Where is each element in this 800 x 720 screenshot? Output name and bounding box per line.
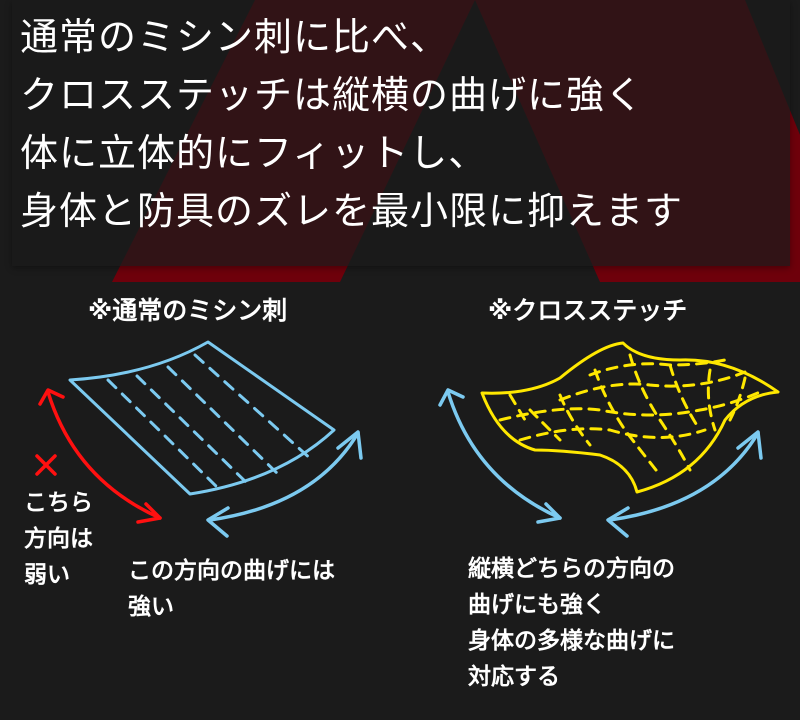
hero-line-1: 通常のミシン刺に比べ、 bbox=[20, 15, 450, 59]
cross-stitch-description: 縦横どちらの方向の 曲げにも強く 身体の多様な曲げに 対応する bbox=[468, 551, 675, 695]
description-line-1: 縦横どちらの方向の bbox=[468, 556, 675, 582]
hero-line-4: 身体と防具のズレを最小限に抑えます bbox=[20, 189, 684, 233]
cross-stitch-heading: ※クロスステッチ bbox=[488, 296, 688, 325]
weak-label-line-3: 弱い bbox=[24, 562, 70, 588]
horizontal-bend-arrow-icon bbox=[606, 430, 763, 538]
hero-copy: 通常のミシン刺に比べ、 クロスステッチは縦横の曲げに強く 体に立体的にフィットし… bbox=[20, 8, 683, 240]
regular-stitch-heading: ※通常のミシン刺 bbox=[88, 296, 288, 325]
weak-label-line-2: 方向は bbox=[24, 526, 93, 552]
weak-direction-label: こちら 方向は 弱い bbox=[24, 485, 93, 593]
hero-line-2: クロスステッチは縦横の曲げに強く bbox=[20, 73, 645, 117]
weak-direction-arrow-icon bbox=[38, 388, 162, 524]
weak-label-line-1: こちら bbox=[24, 490, 93, 516]
regular-stitch-fabric-icon bbox=[68, 340, 336, 496]
strong-direction-label: この方向の曲げには 強い bbox=[128, 553, 335, 625]
vertical-bend-arrow-icon bbox=[438, 388, 562, 524]
weak-x-mark-icon bbox=[35, 454, 57, 476]
hero-banner: 通常のミシン刺に比べ、 クロスステッチは縦横の曲げに強く 体に立体的にフィットし… bbox=[0, 0, 800, 282]
hero-line-3: 体に立体的にフィットし、 bbox=[20, 131, 488, 175]
cross-stitch-fabric-icon bbox=[480, 341, 780, 494]
description-line-2: 曲げにも強く bbox=[468, 592, 606, 618]
description-line-3: 身体の多様な曲げに bbox=[468, 628, 675, 654]
description-line-4: 対応する bbox=[468, 664, 560, 690]
strong-direction-arrow-icon bbox=[206, 430, 363, 538]
strong-label-line-2: 強い bbox=[128, 594, 174, 620]
hero-overlay-panel bbox=[12, 0, 790, 266]
strong-label-line-1: この方向の曲げには bbox=[128, 558, 335, 584]
